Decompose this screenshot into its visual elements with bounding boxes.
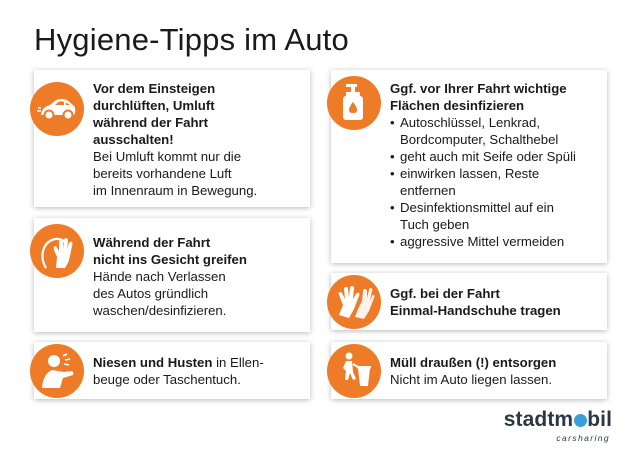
tip-heading-line: durchlüften, Umluft bbox=[93, 98, 215, 113]
tip-card-gloves: Ggf. bei der Fahrt Einmal-Handschuhe tra… bbox=[327, 273, 607, 330]
list-item: geht auch mit Seife oder Spüli bbox=[390, 148, 604, 165]
tip-heading-line: Ggf. bei der Fahrt bbox=[390, 286, 500, 301]
disinfect-bullet-list: Autoschlüssel, Lenkrad, Bordcomputer, Sc… bbox=[390, 114, 604, 250]
page-title: Hygiene-Tipps im Auto bbox=[34, 22, 349, 57]
tip-card-sneeze: Niesen und Husten in Ellen- beuge oder T… bbox=[30, 342, 310, 399]
bullet-line: entfernen bbox=[400, 183, 456, 198]
logo-wordmark: stadtm bil bbox=[504, 408, 612, 432]
sneeze-icon bbox=[30, 344, 84, 398]
tip-body-line: waschen/desinfizieren. bbox=[93, 303, 227, 318]
car-icon bbox=[30, 82, 84, 136]
logo-tagline: carsharing bbox=[556, 433, 610, 443]
tip-heading-line: Vor dem Einsteigen bbox=[93, 81, 216, 96]
tip-heading-rest: in Ellen- bbox=[212, 355, 264, 370]
bullet-line: geht auch mit Seife oder Spüli bbox=[400, 149, 576, 164]
tip-heading-line: Müll draußen (!) entsorgen bbox=[390, 355, 557, 370]
gloves-icon bbox=[327, 275, 381, 329]
tip-heading-line: Einmal-Handschuhe tragen bbox=[390, 303, 561, 318]
list-item: Autoschlüssel, Lenkrad, Bordcomputer, Sc… bbox=[390, 114, 604, 148]
bullet-line: aggressive Mittel vermeiden bbox=[400, 234, 565, 249]
tip-heading-line: Flächen desinfizieren bbox=[390, 98, 525, 113]
tip-body-line: im Innenraum in Bewegung. bbox=[93, 183, 258, 198]
bullet-line: Desinfektionsmittel auf ein bbox=[400, 200, 554, 215]
logo-text-end: bil bbox=[587, 408, 612, 431]
list-item: einwirken lassen, Reste entfernen bbox=[390, 165, 604, 199]
bullet-line: Tuch geben bbox=[400, 217, 470, 232]
tip-body-line: beuge oder Taschentuch. bbox=[93, 372, 241, 387]
tip-body-line: bereits vorhandene Luft bbox=[93, 166, 232, 181]
tip-body-line: Nicht im Auto liegen lassen. bbox=[390, 372, 552, 387]
tip-body-line: Hände nach Verlassen bbox=[93, 269, 226, 284]
logo-text-start: stadtm bbox=[503, 408, 574, 431]
tip-heading-bold: Niesen und Husten bbox=[93, 355, 213, 370]
stadtmobil-logo: stadtm bil carsharing bbox=[492, 408, 612, 443]
tip-heading-line: während der Fahrt bbox=[93, 115, 209, 130]
tip-card-face: Während der Fahrt nicht ins Gesicht grei… bbox=[30, 218, 310, 332]
tip-card-ventilate: Vor dem Einsteigen durchlüften, Umluft w… bbox=[30, 70, 310, 207]
bullet-line: Bordcomputer, Schalthebel bbox=[400, 132, 559, 147]
sanitizer-icon bbox=[327, 76, 381, 130]
tip-heading-line: nicht ins Gesicht greifen bbox=[93, 252, 247, 267]
tip-heading-line: Ggf. vor Ihrer Fahrt wichtige bbox=[390, 81, 567, 96]
bullet-line: Autoschlüssel, Lenkrad, bbox=[400, 115, 541, 130]
logo-dot-icon bbox=[573, 414, 587, 427]
tip-card-trash: Müll draußen (!) entsorgen Nicht im Auto… bbox=[327, 342, 607, 399]
trash-icon bbox=[327, 344, 381, 398]
bullet-line: einwirken lassen, Reste bbox=[400, 166, 540, 181]
tip-card-disinfect: Ggf. vor Ihrer Fahrt wichtige Flächen de… bbox=[327, 70, 607, 263]
hand-face-icon bbox=[30, 224, 84, 278]
tip-body-line: Bei Umluft kommt nur die bbox=[93, 149, 242, 164]
tip-heading-line: Während der Fahrt bbox=[93, 235, 211, 250]
list-item: Desinfektionsmittel auf ein Tuch geben bbox=[390, 199, 604, 233]
list-item: aggressive Mittel vermeiden bbox=[390, 233, 604, 250]
tip-body-line: des Autos gründlich bbox=[93, 286, 209, 301]
tip-heading-line: Niesen und Husten in Ellen- bbox=[93, 354, 307, 371]
tip-heading-line: ausschalten! bbox=[93, 132, 174, 147]
